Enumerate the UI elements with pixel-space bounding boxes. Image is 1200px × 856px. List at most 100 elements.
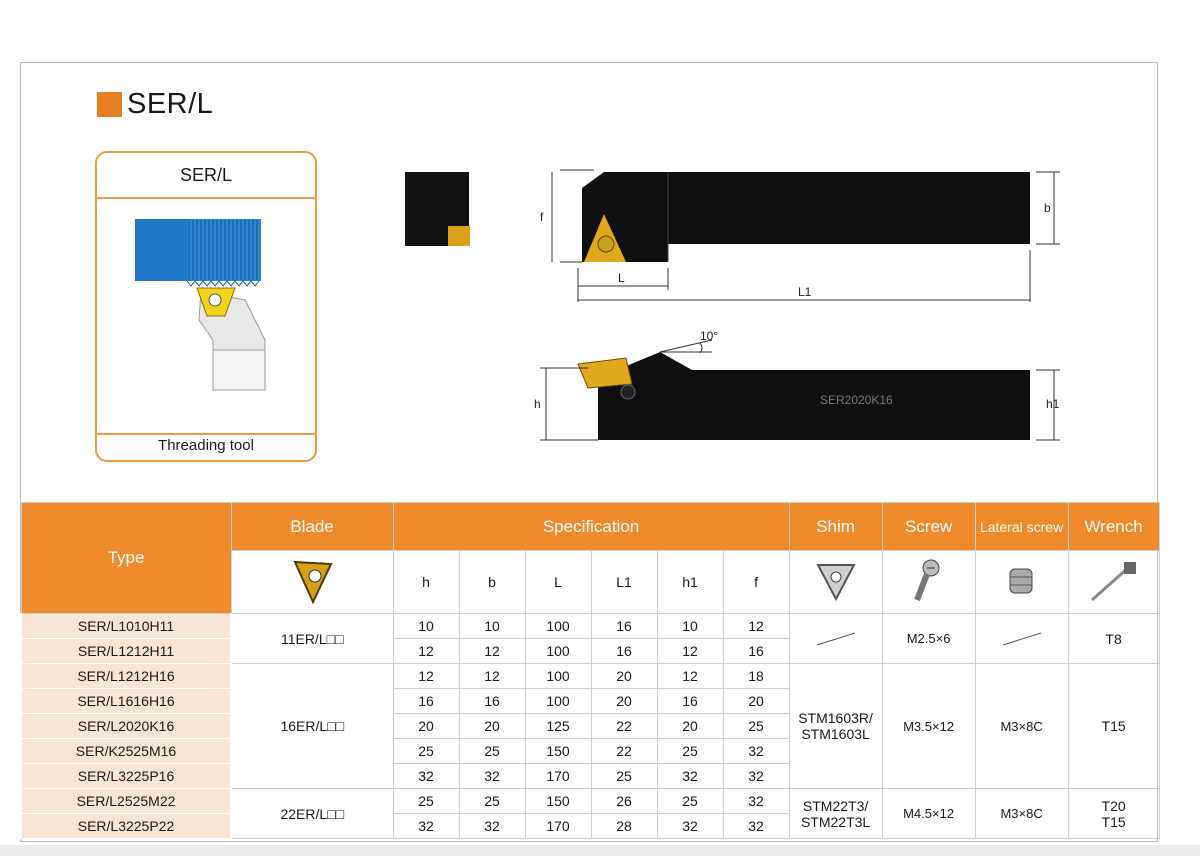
f-cell: 32 [722,763,790,789]
b-cell: 25 [458,788,526,814]
section-heading: SER/L [97,88,213,121]
L1-cell: 22 [590,713,658,739]
lateral-screw-cell: M3×8C [974,788,1069,839]
b-cell: 20 [458,713,526,739]
wrench-cell: T15 [1067,663,1160,789]
b-cell: 12 [458,638,526,664]
table-row: SER/K2525M16 25 25 150 22 25 32 [20,738,1159,764]
table-row: SER/L1616H16 16 16 100 20 16 20 [20,688,1159,714]
f-cell: 20 [722,688,790,714]
L1-cell: 25 [590,763,658,789]
lateral-screw-cell: M3×8C [974,663,1069,789]
f-cell: 16 [722,638,790,664]
dim-h1-label: h1 [1046,397,1060,411]
h-cell: 32 [392,763,460,789]
heading-square-icon [97,92,122,117]
L-cell: 125 [524,713,592,739]
blade-cell: 22ER/L□□ [230,788,394,839]
h1-cell: 25 [656,738,724,764]
lateral-screw-icon [974,550,1069,614]
top-view: f b L L1 [540,169,1060,302]
h1-cell: 20 [656,713,724,739]
screw-cell: M2.5×6 [881,613,976,664]
h-cell: 16 [392,688,460,714]
header-row: Type Blade Specification Shim Screw Late… [20,502,1160,614]
spec-col-L: L [524,550,592,614]
tool-holder-drawing: f b L L1 SER2020K16 h h1 10° [405,169,1060,441]
wrench-header: Wrench [1067,502,1160,551]
h1-cell: 32 [656,813,724,839]
h1-cell: 12 [656,638,724,664]
screw-icon [881,550,976,614]
L1-cell: 22 [590,738,658,764]
b-cell: 12 [458,663,526,689]
screw-cell: M4.5×12 [881,788,976,839]
L1-cell: 16 [590,638,658,664]
L-cell: 100 [524,613,592,639]
f-cell: 32 [722,738,790,764]
L1-cell: 20 [590,663,658,689]
L-cell: 100 [524,663,592,689]
wrench-icon [1067,550,1160,614]
type-cell: SER/L3225P22 [20,813,232,839]
h1-cell: 12 [656,663,724,689]
type-cell: SER/L1616H16 [20,688,232,714]
spec-col-L1: L1 [590,550,658,614]
dim-L-label: L [618,271,625,285]
table-row: SER/L1212H16 16ER/L□□ 12 12 100 20 12 18… [20,663,1160,789]
blade-cell: 16ER/L□□ [230,663,394,789]
table-row: SER/L1010H11 11ER/L□□ 10 10 100 16 10 12… [20,613,1160,664]
f-cell: 18 [722,663,790,689]
shim-line-1: STM1603R/ [798,710,873,726]
b-cell: 25 [458,738,526,764]
h-cell: 10 [392,613,460,639]
tool-card-divider-bottom [97,433,315,435]
f-cell: 32 [722,788,790,814]
L-cell: 100 [524,638,592,664]
f-cell: 12 [722,613,790,639]
shim-cell-empty [788,613,883,664]
shim-line-2: STM22T3L [800,813,871,830]
marking-text: SER2020K16 [820,393,893,407]
L1-cell: 28 [590,813,658,839]
blade-insert-icon [230,550,394,614]
wrench-line-2: T15 [1101,813,1126,830]
lateral-cell-empty [974,613,1069,664]
type-cell: SER/L1212H11 [20,638,232,664]
bottom-band [0,845,1200,856]
table-row: SER/L2525M22 22ER/L□□ 25 25 150 26 25 32… [20,788,1160,839]
shim-cell: STM22T3/ STM22T3L [788,788,883,839]
wrench-cell: T20 T15 [1067,788,1160,839]
dim-L1-label: L1 [798,285,812,299]
tool-card-caption: Threading tool [158,437,254,454]
L-cell: 150 [524,738,592,764]
table-row: SER/L2020K16 20 20 125 22 20 25 [20,713,1159,739]
dim-h-label: h [534,397,541,411]
L-cell: 100 [524,688,592,714]
b-cell: 10 [458,613,526,639]
spec-table: Type Blade Specification Shim Screw Late… [20,502,1160,839]
type-cell: SER/L3225P16 [20,763,232,789]
heading-title: SER/L [127,88,214,120]
blade-cell: 11ER/L□□ [230,613,394,664]
screw-cell: M3.5×12 [881,663,976,789]
shim-icon [788,550,883,614]
screw-header: Screw [881,502,976,551]
spec-col-b: b [458,550,526,614]
side-view: SER2020K16 h h1 10° [534,329,1060,441]
table-row: SER/L1212H11 12 12 100 16 12 16 [20,638,1159,664]
spec-col-h1: h1 [656,550,724,614]
wrench-cell: T8 [1067,613,1160,664]
dim-b-label: b [1044,201,1051,215]
specification-header: Specification [392,502,790,551]
L1-cell: 16 [590,613,658,639]
type-cell: SER/L2020K16 [20,713,232,739]
spec-col-f: f [722,550,790,614]
L-cell: 150 [524,788,592,814]
tool-card: SER/L Threading tool [95,151,317,462]
b-cell: 16 [458,688,526,714]
h-cell: 20 [392,713,460,739]
h1-cell: 25 [656,788,724,814]
shim-header: Shim [788,502,883,551]
shim-line-1: STM22T3/ [802,797,869,814]
